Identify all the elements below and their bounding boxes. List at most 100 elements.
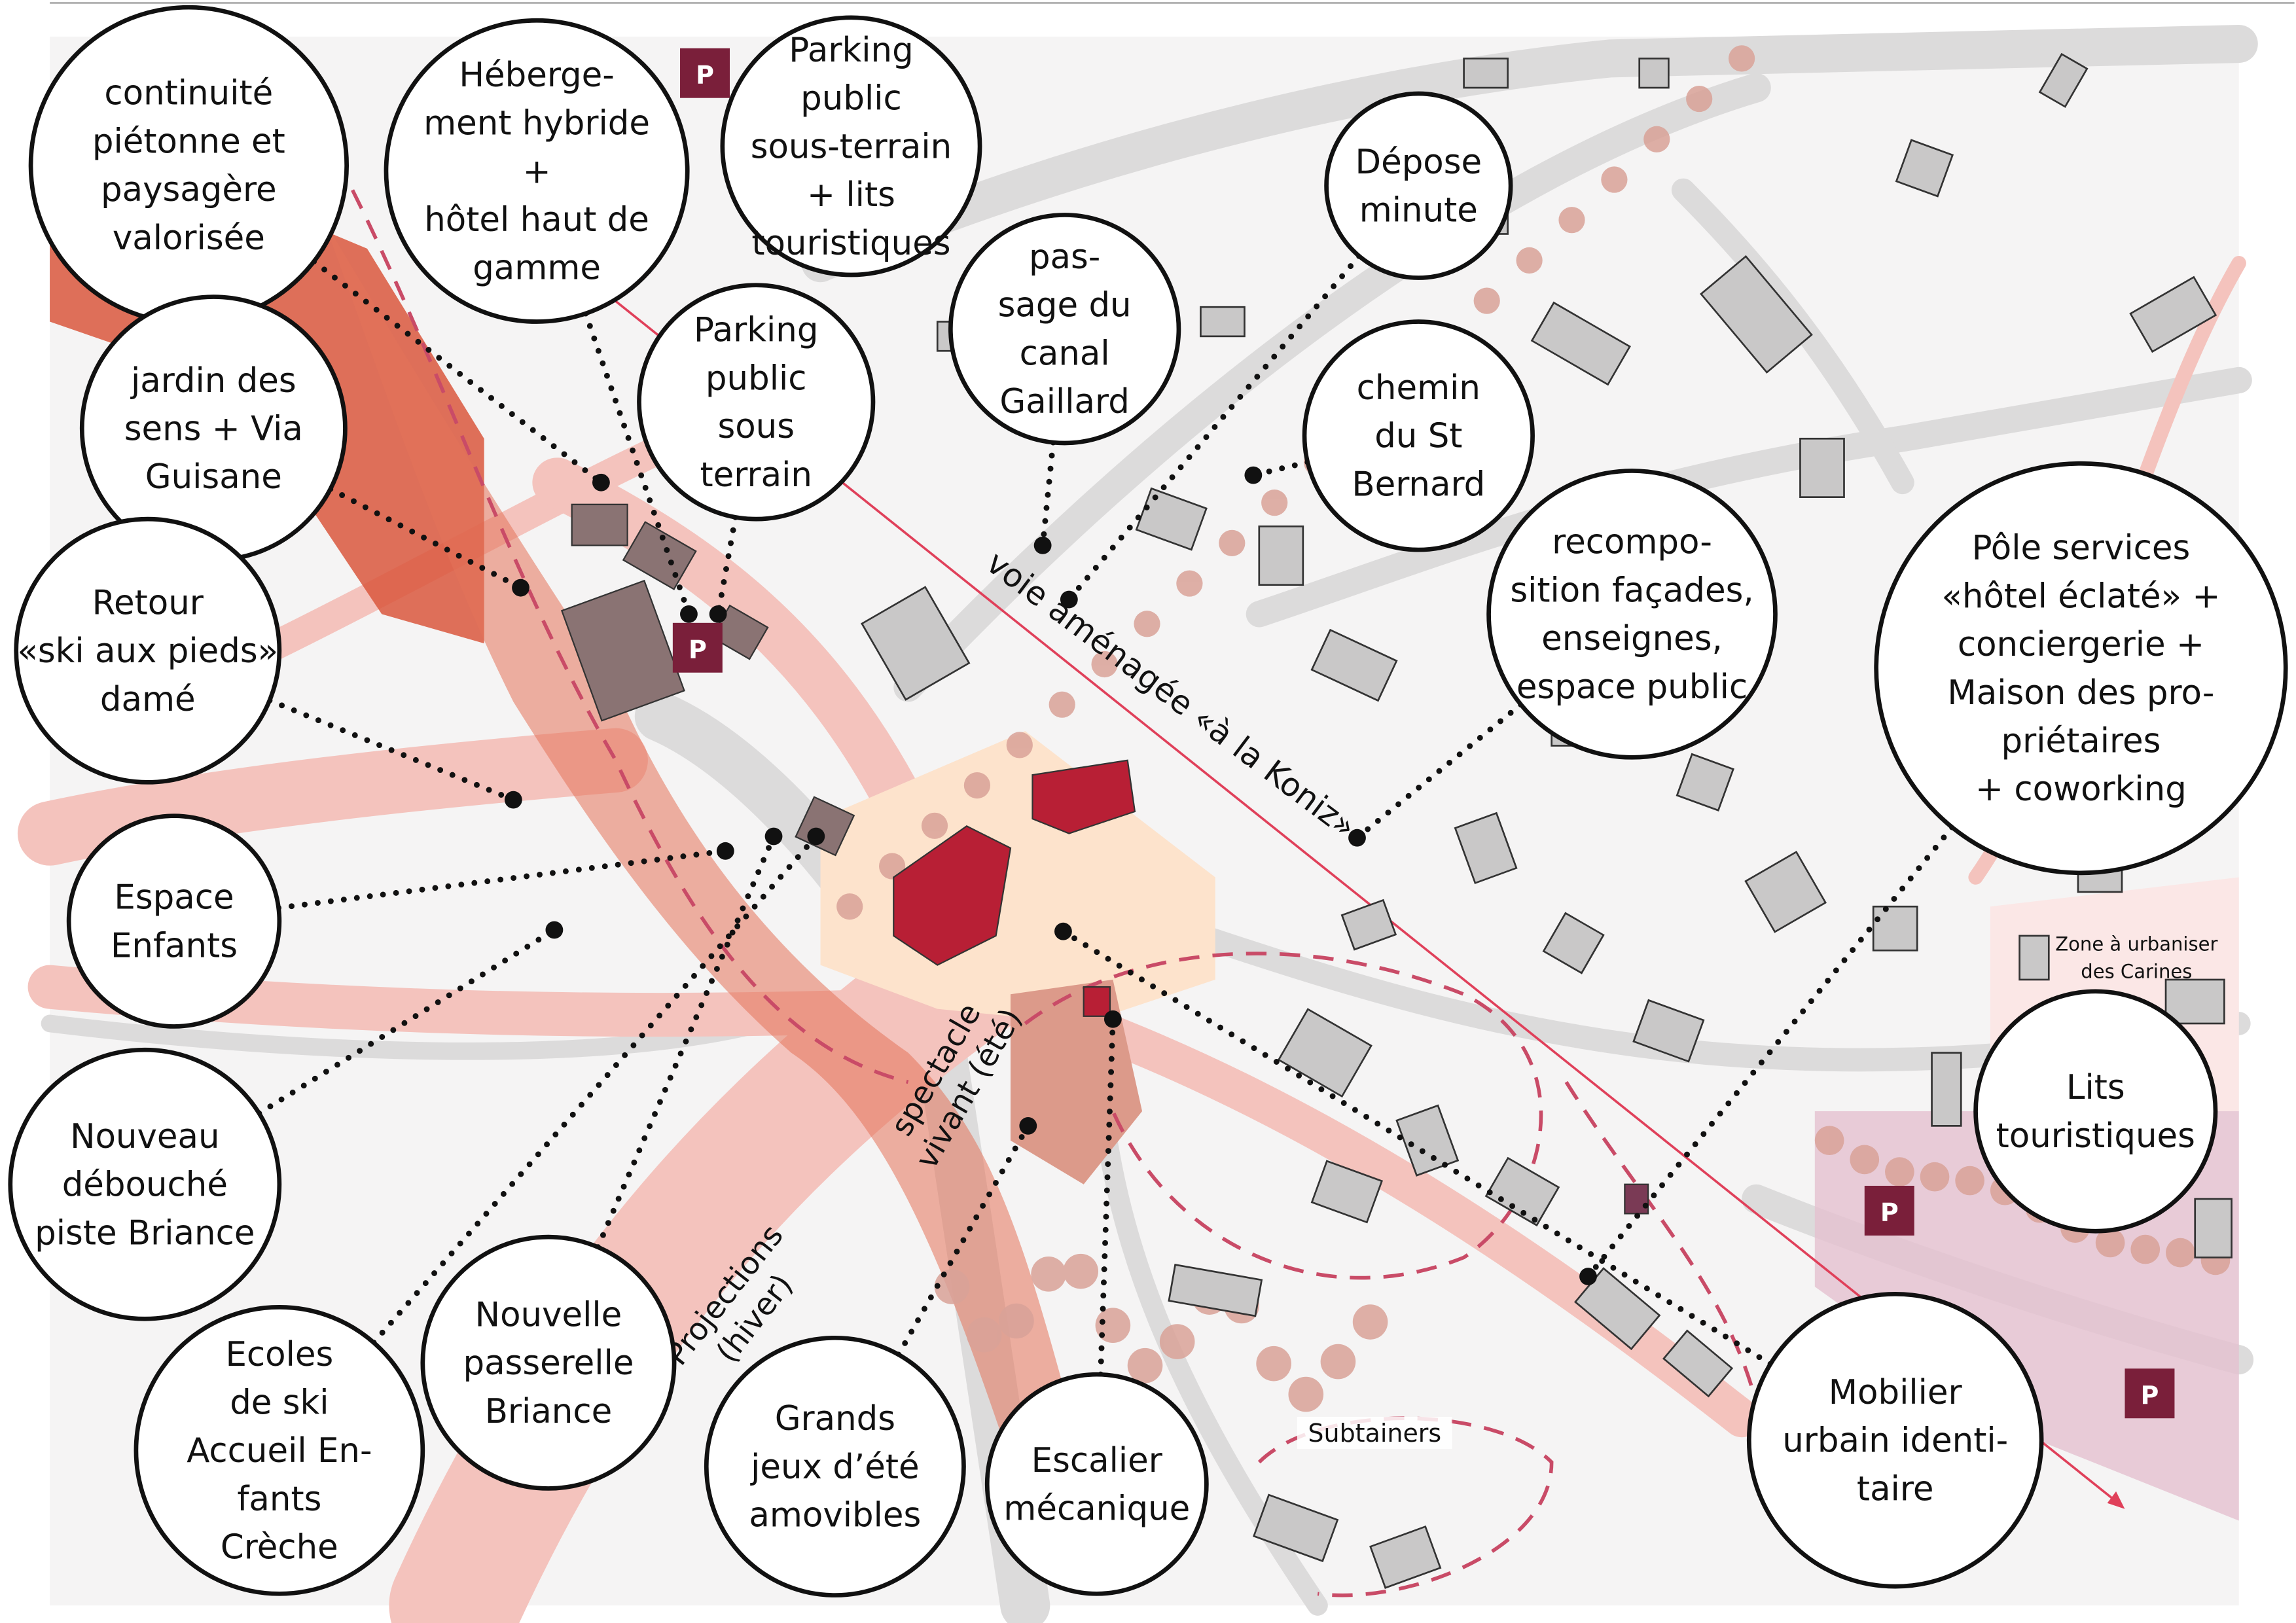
building: [2194, 1198, 2233, 1258]
building: [1700, 255, 1813, 374]
koniz-arrow-icon: [2107, 1491, 2125, 1509]
bubble-ski-pieds: Retour«ski aux pieds»damé: [14, 516, 282, 785]
bubble-line: sens + Via: [124, 410, 303, 449]
bubble-line: du St: [1374, 417, 1462, 456]
building: [1369, 1525, 1442, 1589]
tree-icon: [1850, 1145, 1880, 1175]
leader-line: [1250, 459, 1311, 478]
tree-icon: [1288, 1376, 1324, 1412]
leader-endpoint: [1103, 1010, 1122, 1028]
bubble-line: «ski aux pieds»: [17, 632, 278, 671]
bubble-line: espace public: [1516, 668, 1748, 707]
tree-icon: [1049, 691, 1075, 718]
building: [1310, 628, 1398, 702]
tree-icon: [1728, 45, 1755, 72]
leader-line: [256, 927, 558, 1116]
bubble-line: ment hybride: [423, 104, 650, 143]
tree-icon: [1601, 166, 1628, 193]
bubble-line: Dépose: [1355, 143, 1482, 182]
spectacle-zone: [1010, 979, 1143, 1185]
bubble-circle: [420, 1234, 677, 1491]
bubble-line: public: [800, 79, 902, 118]
building: [1463, 58, 1509, 89]
bubble-line: Nouveau: [70, 1117, 219, 1156]
bubble-text: recompo-sition façades,enseignes,espace …: [1510, 523, 1753, 707]
tree-icon: [921, 812, 948, 839]
bubble-circle: [1486, 469, 1778, 760]
bubble-line: Gaillard: [999, 382, 1129, 421]
bubble-circle: [984, 1372, 1209, 1596]
building: [1530, 301, 1631, 386]
building: [1872, 905, 1918, 952]
bubble-text: Retour«ski aux pieds»damé: [17, 583, 278, 719]
leader-endpoint: [1579, 1268, 1597, 1285]
tree-icon: [966, 1317, 1002, 1353]
key-buildings: [560, 503, 1649, 1215]
leader-endpoint: [504, 791, 522, 809]
parking-label: P: [689, 635, 707, 664]
leader-endpoint: [764, 827, 783, 846]
leader-endpoint: [1244, 466, 1263, 484]
tree-icon: [1095, 1308, 1131, 1344]
tree-icon: [1176, 570, 1203, 597]
dashed-perimeters: [351, 189, 1759, 1597]
building: [1542, 912, 1605, 974]
tree-icon: [879, 853, 906, 880]
bubble-line: débouché: [62, 1166, 228, 1205]
bubble-line: Grands: [775, 1399, 895, 1438]
tree-icon: [1643, 126, 1670, 152]
bubble-line: amovibles: [749, 1496, 921, 1535]
bubble-circle: [66, 813, 282, 1029]
building: [1310, 1160, 1384, 1224]
bubble-line: Parking: [694, 311, 818, 350]
tree-icon: [836, 893, 863, 920]
bubble-line: +: [523, 152, 551, 191]
bubble-line: + lits: [807, 175, 895, 215]
building: [1676, 753, 1734, 812]
bubble-line: Héberge-: [459, 56, 614, 95]
bubble-line: Retour: [92, 583, 204, 622]
tree-icon: [1006, 732, 1033, 758]
bubble-line: passerelle: [463, 1344, 634, 1383]
leader-line: [595, 833, 777, 1251]
tree-icon: [1885, 1157, 1914, 1186]
bubble-line: Espace: [114, 878, 234, 918]
bubble-line: Accueil En-: [187, 1431, 372, 1471]
bubble-pole-services: Pôle services«hôtel éclaté» +conciergeri…: [1874, 461, 2288, 876]
building: [1135, 487, 1208, 551]
tree-icon: [1686, 85, 1713, 113]
bubble-line: Enfants: [111, 926, 238, 965]
leader-endpoint: [709, 605, 727, 623]
leader-lines: [256, 253, 1956, 1378]
tree-icon: [2095, 1228, 2125, 1258]
tree-icon: [1558, 207, 1585, 234]
bubble-line: conciergerie +: [1958, 625, 2204, 664]
tree-icon: [1352, 1304, 1388, 1340]
bubble-line: Mobilier: [1829, 1373, 1963, 1412]
bubble-line: recompo-: [1552, 523, 1712, 562]
building: [2018, 935, 2050, 981]
leader-endpoint: [1348, 829, 1366, 847]
leader-line: [1066, 253, 1362, 603]
bubble-circle: [1302, 319, 1535, 552]
building: [2038, 52, 2089, 108]
bubble-line: taire: [1857, 1469, 1934, 1508]
bubble-line: Escalier: [1031, 1441, 1163, 1480]
bubble-line: gamme: [473, 249, 601, 288]
building: [1258, 525, 1304, 586]
leader-endpoint: [716, 842, 734, 860]
leader-endpoint: [592, 473, 610, 491]
tree-icon: [1031, 1257, 1066, 1292]
parking-label: P: [2141, 1381, 2159, 1410]
label-subtainers: Subtainers: [1308, 1419, 1441, 1448]
bubble-circle: [1324, 91, 1513, 280]
